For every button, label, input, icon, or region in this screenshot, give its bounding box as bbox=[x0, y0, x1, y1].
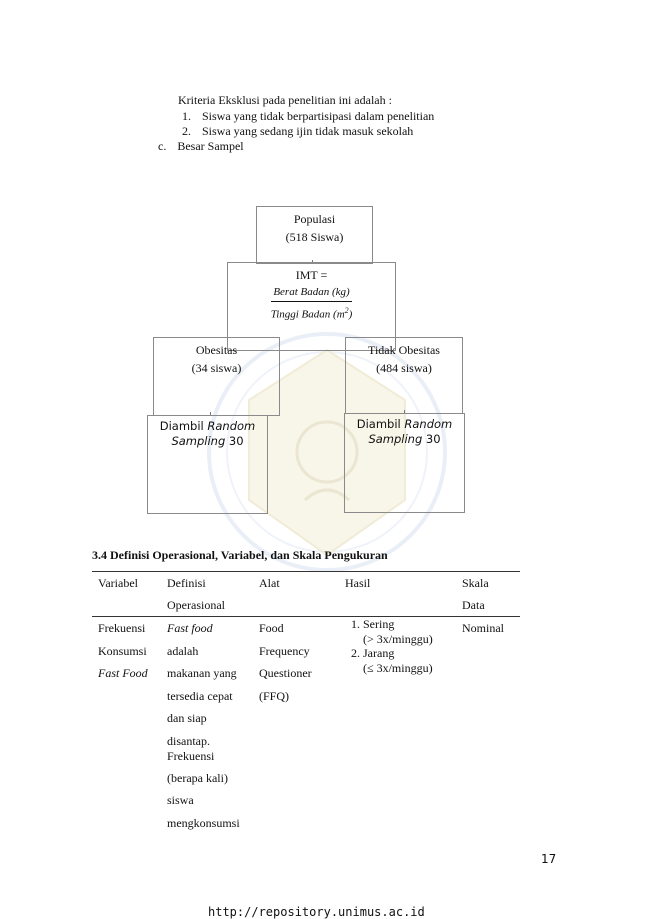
definisi-line: disantap. bbox=[167, 733, 210, 748]
header-alat: Alat bbox=[253, 571, 339, 617]
page-number: 17 bbox=[541, 852, 557, 866]
tidak-obesitas-count: (484 siswa) bbox=[376, 361, 432, 375]
left-sample-number: 30 bbox=[228, 434, 244, 448]
hasil-label: Sering bbox=[363, 617, 395, 631]
definisi-line: tersedia cepat bbox=[167, 688, 233, 703]
definisi-line: (berapa kali) bbox=[167, 770, 228, 785]
criteria-item-number: 2. bbox=[182, 124, 191, 138]
left-sample-random: Random bbox=[207, 419, 256, 433]
obesitas-box: Obesitas (34 siswa) bbox=[153, 337, 280, 416]
header-alat-text: Alat bbox=[259, 576, 280, 590]
definisi-line: dan siap bbox=[167, 711, 207, 725]
criteria-item-2: 2. Siswa yang sedang ijin tidak masuk se… bbox=[182, 124, 413, 139]
imt-denominator-close: ) bbox=[348, 308, 353, 321]
subsection-c-label: c. bbox=[158, 139, 167, 153]
exclusion-criteria-heading: Kriteria Eksklusi pada penelitian ini ad… bbox=[178, 93, 392, 107]
criteria-item-text: Siswa yang sedang ijin tidak masuk sekol… bbox=[202, 124, 414, 138]
tidak-obesitas-box: Tidak Obesitas (484 siswa) bbox=[345, 337, 463, 414]
hasil-detail: (> 3x/minggu) bbox=[363, 631, 433, 646]
hasil-label: Jarang bbox=[363, 646, 395, 660]
header-definisi-text-2: Operasional bbox=[167, 598, 225, 612]
obesitas-title: Obesitas bbox=[195, 343, 238, 357]
header-skala-text-2: Data bbox=[462, 598, 485, 612]
definisi-line: Frekuensi bbox=[167, 748, 215, 763]
imt-formula-box: IMT = Berat Badan (kg) Tinggi Badan (m2) bbox=[227, 262, 396, 351]
right-sample-number: 30 bbox=[425, 432, 441, 446]
obesitas-count: (34 siswa) bbox=[191, 361, 242, 375]
footer-url: http://repository.unimus.ac.id bbox=[208, 905, 425, 919]
left-sample-line-2: Sampling 30 bbox=[148, 434, 267, 449]
hasil-detail: (≤ 3x/minggu) bbox=[363, 660, 433, 675]
imt-denominator-exponent: 2 bbox=[344, 306, 349, 315]
right-sample-box: Diambil Random Sampling 30 bbox=[344, 413, 465, 513]
cell-alat: Food Frequency Questioner (FFQ) bbox=[253, 617, 339, 835]
right-sample-line-1: Diambil Random bbox=[345, 417, 464, 432]
connector-line bbox=[210, 412, 211, 416]
left-sample-line-1: Diambil Random bbox=[148, 419, 267, 434]
tidak-obesitas-title: Tidak Obesitas bbox=[368, 343, 440, 357]
right-sample-random: Random bbox=[404, 417, 453, 431]
header-variabel: Variabel bbox=[92, 571, 161, 617]
imt-label: IMT = bbox=[295, 268, 328, 282]
populasi-count: (518 Siswa) bbox=[285, 230, 344, 244]
connector-line bbox=[404, 410, 405, 414]
definisi-line: mengkonsumsi bbox=[167, 815, 240, 830]
imt-numerator: Berat Badan (kg) bbox=[270, 284, 353, 302]
populasi-box: Populasi (518 Siswa) bbox=[256, 206, 373, 264]
subsection-c-text: Besar Sampel bbox=[177, 139, 244, 153]
alat-line: (FFQ) bbox=[259, 688, 290, 703]
criteria-item-number: 1. bbox=[182, 109, 191, 123]
header-skala-text: Skala bbox=[462, 576, 489, 590]
alat-line: Questioner bbox=[259, 666, 312, 680]
definisi-line: siswa bbox=[167, 793, 194, 807]
hasil-item: Sering(> 3x/minggu) bbox=[363, 617, 450, 646]
hasil-list: Sering(> 3x/minggu) Jarang(≤ 3x/minggu) bbox=[345, 617, 450, 675]
definisi-line: makanan yang bbox=[167, 666, 237, 680]
right-sample-line-2: Sampling 30 bbox=[345, 432, 464, 447]
imt-denominator-text: Tinggi Badan (m bbox=[270, 308, 345, 321]
university-seal-watermark bbox=[207, 332, 447, 572]
header-variabel-text: Variabel bbox=[98, 576, 138, 590]
definisi-term: Fast food bbox=[167, 621, 213, 635]
alat-line: Frequency bbox=[259, 643, 310, 658]
header-hasil-text: Hasil bbox=[345, 576, 371, 590]
hasil-item: Jarang(≤ 3x/minggu) bbox=[363, 646, 450, 675]
alat-line: Food bbox=[259, 621, 284, 635]
header-definisi-text: Definisi bbox=[167, 576, 206, 590]
right-sample-sampling: Sampling bbox=[368, 432, 423, 446]
variabel-line: Konsumsi bbox=[98, 643, 147, 658]
imt-denominator: Tinggi Badan (m2) bbox=[271, 302, 353, 324]
definisi-line: adalah bbox=[167, 643, 199, 658]
table-row: Frekuensi Konsumsi Fast Food Fast food a… bbox=[92, 617, 520, 835]
left-sample-box: Diambil Random Sampling 30 bbox=[147, 415, 268, 514]
header-hasil: Hasil bbox=[339, 571, 456, 617]
variabel-line: Frekuensi bbox=[98, 621, 146, 635]
criteria-item-text: Siswa yang tidak berpartisipasi dalam pe… bbox=[202, 109, 435, 123]
cell-variabel: Frekuensi Konsumsi Fast Food bbox=[92, 617, 161, 835]
cell-hasil: Sering(> 3x/minggu) Jarang(≤ 3x/minggu) bbox=[339, 617, 456, 835]
subsection-c: c. Besar Sampel bbox=[158, 139, 244, 154]
imt-fraction: Berat Badan (kg) Tinggi Badan (m2) bbox=[270, 284, 353, 324]
cell-skala: Nominal bbox=[462, 621, 504, 635]
right-sample-prefix: Diambil bbox=[356, 417, 401, 431]
variabel-line: Fast Food bbox=[98, 666, 148, 680]
left-sample-prefix: Diambil bbox=[159, 419, 204, 433]
cell-definisi: Fast food adalah makanan yang tersedia c… bbox=[161, 617, 253, 835]
section-title: 3.4 Definisi Operasional, Variabel, dan … bbox=[92, 548, 388, 562]
left-sample-sampling: Sampling bbox=[171, 434, 226, 448]
populasi-title: Populasi bbox=[293, 212, 336, 226]
criteria-item-1: 1. Siswa yang tidak berpartisipasi dalam… bbox=[182, 109, 434, 124]
